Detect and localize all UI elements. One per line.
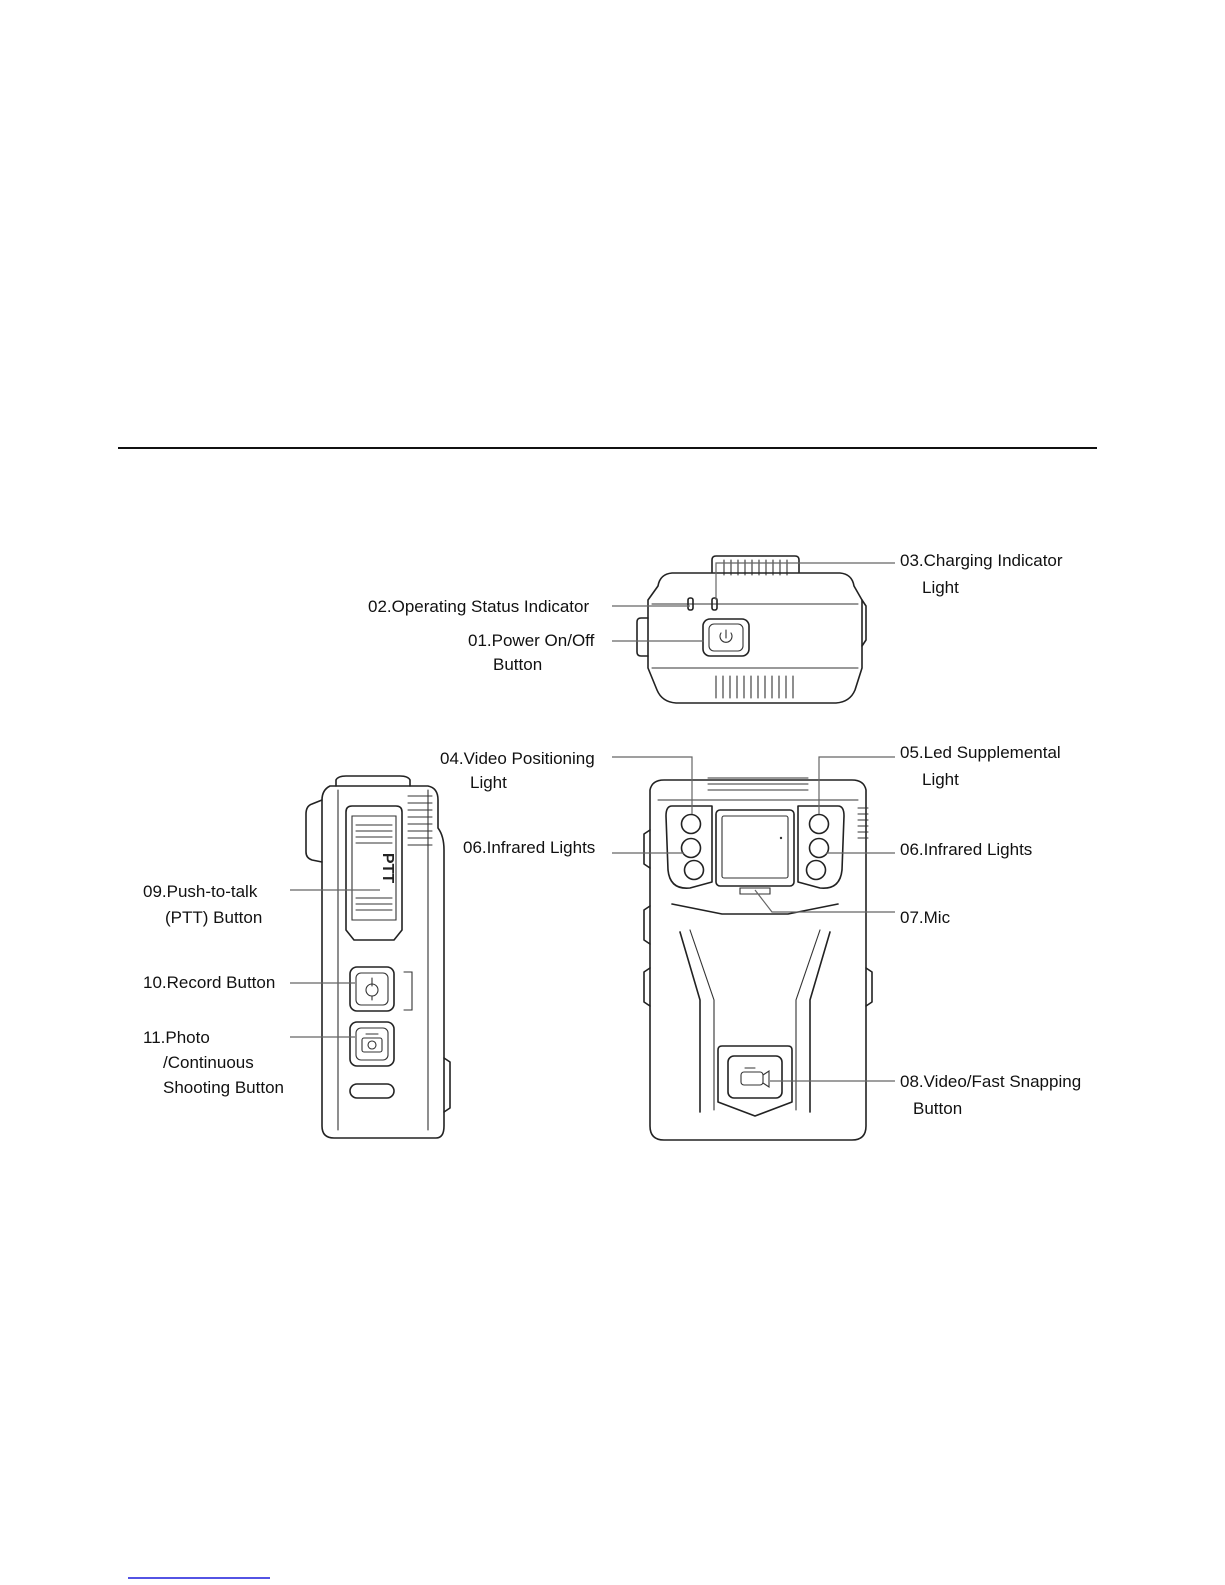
infrared-light xyxy=(810,839,829,858)
label-03-line2: Light xyxy=(922,578,959,597)
label-06-right: 06.Infrared Lights xyxy=(900,840,1032,859)
label-11-line2: /Continuous xyxy=(163,1053,254,1072)
side-view: PTT xyxy=(306,776,450,1138)
video-positioning-light xyxy=(682,815,701,834)
record-button[interactable] xyxy=(350,967,394,1011)
label-06-left: 06.Infrared Lights xyxy=(463,838,595,857)
infrared-light xyxy=(807,861,826,880)
label-10: 10.Record Button xyxy=(143,973,275,992)
led-supplemental-light xyxy=(810,815,829,834)
infrared-light xyxy=(682,839,701,858)
label-01: 01.Power On/Off xyxy=(468,631,595,650)
label-02: 02.Operating Status Indicator xyxy=(368,597,589,616)
mic xyxy=(740,888,770,894)
label-11-line3: Shooting Button xyxy=(163,1078,284,1097)
callout-labels: 02.Operating Status Indicator 01.Power O… xyxy=(143,551,1081,1118)
power-button[interactable] xyxy=(703,619,749,656)
label-04: 04.Video Positioning xyxy=(440,749,595,768)
video-snapping-button[interactable] xyxy=(728,1056,782,1098)
label-04-line2: Light xyxy=(470,773,507,792)
photo-button[interactable] xyxy=(350,1022,394,1066)
label-09-line2: (PTT) Button xyxy=(165,908,262,927)
label-07: 07.Mic xyxy=(900,908,951,927)
infrared-light xyxy=(685,861,704,880)
label-05-line2: Light xyxy=(922,770,959,789)
label-08: 08.Video/Fast Snapping xyxy=(900,1072,1081,1091)
label-01-line2: Button xyxy=(493,655,542,674)
camera-lens-window xyxy=(716,810,794,886)
label-03: 03.Charging Indicator xyxy=(900,551,1063,570)
label-05: 05.Led Supplemental xyxy=(900,743,1061,762)
label-09: 09.Push-to-talk xyxy=(143,882,258,901)
top-view xyxy=(637,556,866,703)
ptt-text: PTT xyxy=(379,853,396,883)
label-11: 11.Photo xyxy=(143,1028,210,1047)
ptt-button[interactable]: PTT xyxy=(346,806,402,940)
label-08-line2: Button xyxy=(913,1099,962,1118)
front-view xyxy=(644,778,872,1140)
